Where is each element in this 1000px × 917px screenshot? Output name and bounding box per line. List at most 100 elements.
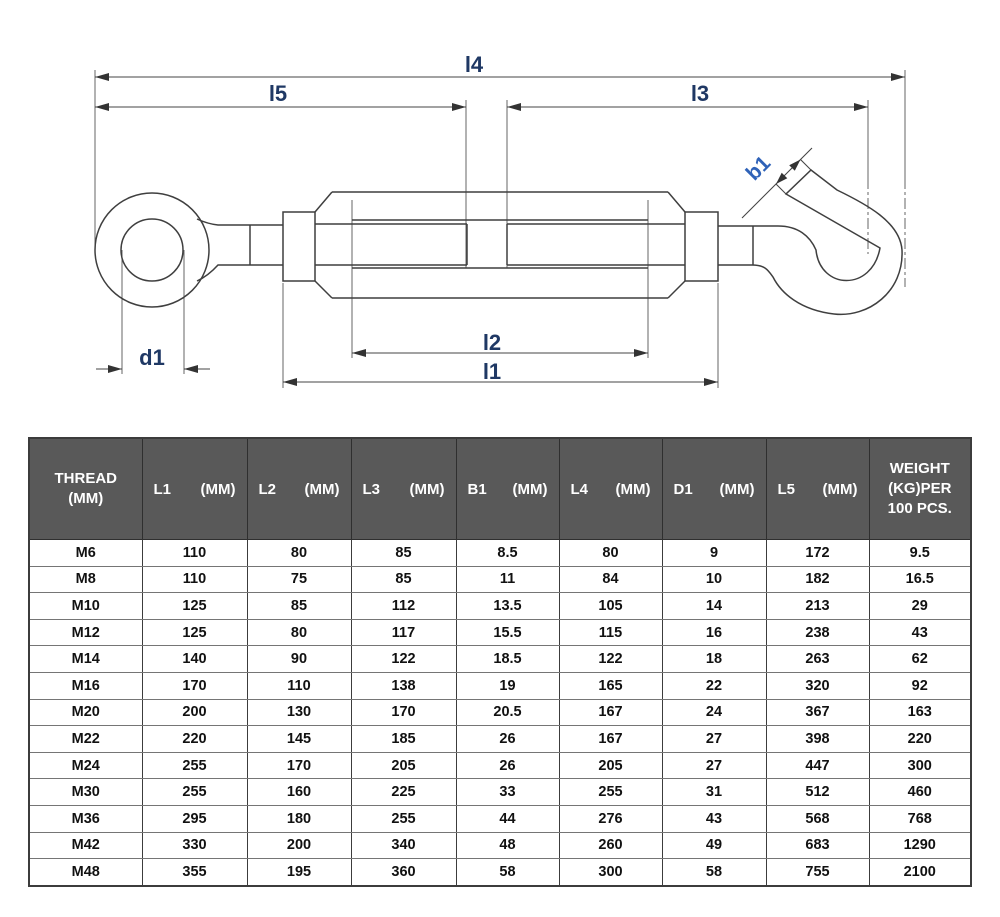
value-cell: 167 [558,698,663,727]
value-cell: 22 [661,671,767,700]
dim-label-l1: l1 [483,359,501,384]
value-cell: 367 [765,698,870,727]
value-cell: 213 [765,592,870,620]
value-cell: 20.5 [455,698,560,727]
header-l3-unit: (MM) [409,480,445,498]
value-cell: 568 [765,804,870,833]
value-cell: 683 [765,831,870,860]
value-cell: 49 [661,831,767,860]
value-cell: 160 [246,778,352,806]
header-l5: L5 (MM) [765,437,870,540]
value-cell: 85 [350,539,457,567]
value-cell: 44 [455,804,560,833]
value-cell: 200 [246,831,352,860]
value-cell: 80 [246,618,352,647]
turnbuckle-drawing: l4 l5 l3 b1 d1 l2 l1 [94,52,906,388]
header-b1-unit: (MM) [512,480,548,498]
dim-label-l4: l4 [465,52,484,77]
value-cell: 138 [350,671,457,700]
value-cell: 300 [868,751,972,780]
thread-cell: M48 [28,858,143,887]
table-row: M24 255 170 205 26 205 27 447 300 [28,751,972,780]
value-cell: 182 [765,565,870,594]
value-cell: 2100 [868,858,972,887]
dim-label-d1: d1 [139,345,165,370]
value-cell: 295 [141,804,248,833]
header-l4-unit: (MM) [615,480,651,498]
value-cell: 255 [558,778,663,806]
value-cell: 110 [246,671,352,700]
dim-label-l2: l2 [483,330,501,355]
value-cell: 220 [141,725,248,753]
value-cell: 195 [246,858,352,887]
eye-inner-circle [120,218,184,282]
value-cell: 75 [246,565,352,594]
header-thread: THREAD (MM) [28,437,143,540]
value-cell: 185 [350,725,457,753]
header-l1-label: L1 [153,480,172,498]
table-row: M8 110 75 85 11 84 10 182 16.5 [28,565,972,594]
table-row: M14 140 90 122 18.5 122 18 263 62 [28,645,972,673]
value-cell: 768 [868,804,972,833]
header-d1-label: D1 [673,480,693,498]
header-l2: L2 (MM) [246,437,352,540]
header-weight-label: WEIGHT (KG)PER 100 PCS. [887,459,952,518]
dim-label-b1: b1 [742,151,776,185]
value-cell: 24 [661,698,767,727]
header-l3-label: L3 [362,480,381,498]
value-cell: 110 [141,565,248,594]
thread-cell: M6 [28,539,143,567]
thread-cell: M14 [28,645,143,673]
thread-cell: M30 [28,778,143,806]
value-cell: 80 [558,539,663,567]
value-cell: 105 [558,592,663,620]
value-cell: 14 [661,592,767,620]
table-row: M30 255 160 225 33 255 31 512 460 [28,778,972,806]
thread-cell: M8 [28,565,143,594]
value-cell: 255 [350,804,457,833]
value-cell: 112 [350,592,457,620]
spec-table-body: M6 110 80 85 8.5 80 9 172 9.5 M8 110 75 … [28,539,972,887]
value-cell: 1290 [868,831,972,860]
table-row: M10 125 85 112 13.5 105 14 213 29 [28,592,972,620]
value-cell: 460 [868,778,972,806]
value-cell: 9 [661,539,767,567]
table-row: M6 110 80 85 8.5 80 9 172 9.5 [28,539,972,567]
header-b1-label: B1 [467,480,487,498]
value-cell: 58 [661,858,767,887]
header-l1: L1 (MM) [141,437,248,540]
value-cell: 8.5 [455,539,560,567]
value-cell: 43 [661,804,767,833]
value-cell: 170 [350,698,457,727]
header-l2-unit: (MM) [304,480,340,498]
value-cell: 43 [868,618,972,647]
value-cell: 11 [455,565,560,594]
value-cell: 85 [350,565,457,594]
header-row: THREAD (MM) L1 (MM) L2 (MM) L3 (MM) B1 (… [28,437,972,540]
value-cell: 9.5 [868,539,972,567]
spec-table-header: THREAD (MM) L1 (MM) L2 (MM) L3 (MM) B1 (… [28,437,972,540]
header-weight: WEIGHT (KG)PER 100 PCS. [868,437,972,540]
value-cell: 92 [868,671,972,700]
value-cell: 145 [246,725,352,753]
value-cell: 320 [765,671,870,700]
value-cell: 26 [455,725,560,753]
value-cell: 205 [558,751,663,780]
table-row: M48 355 195 360 58 300 58 755 2100 [28,858,972,887]
value-cell: 16 [661,618,767,647]
value-cell: 16.5 [868,565,972,594]
header-d1-unit: (MM) [719,480,755,498]
header-l4-label: L4 [570,480,589,498]
value-cell: 15.5 [455,618,560,647]
value-cell: 125 [141,592,248,620]
value-cell: 205 [350,751,457,780]
table-row: M20 200 130 170 20.5 167 24 367 163 [28,698,972,727]
value-cell: 512 [765,778,870,806]
hook-outline [718,169,903,316]
value-cell: 90 [246,645,352,673]
value-cell: 31 [661,778,767,806]
header-l3: L3 (MM) [350,437,457,540]
value-cell: 200 [141,698,248,727]
dimension-labels: l4 l5 l3 b1 d1 l2 l1 [139,52,775,384]
dimension-lines [95,76,905,383]
